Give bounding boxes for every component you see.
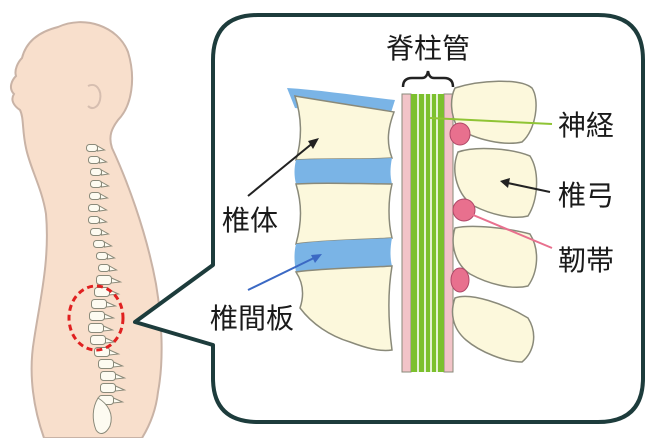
mini-spinous-process	[104, 313, 116, 320]
mini-spinous-process	[106, 301, 118, 308]
vertebral-arch-4	[451, 295, 535, 363]
label-nerve: 神経	[558, 109, 614, 142]
mini-spinous-process	[99, 205, 109, 212]
mini-vertebra	[90, 228, 102, 236]
pointer-vertebral-body-head	[308, 138, 319, 149]
vertebral-arch-3	[452, 225, 538, 288]
mini-spinous-process	[99, 217, 109, 224]
ligaments	[449, 122, 476, 293]
mini-vertebra	[98, 264, 110, 272]
mini-vertebra	[86, 144, 98, 152]
mini-spinous-process	[113, 361, 125, 368]
ear	[87, 84, 102, 109]
mini-spinous-process	[100, 193, 110, 200]
mini-vertebra	[89, 311, 105, 321]
mini-vertebra	[90, 168, 102, 176]
mini-vertebra	[88, 323, 104, 333]
disc-3	[294, 238, 392, 272]
label-intervertebral-disc: 椎間板	[210, 302, 294, 335]
mini-spinous-process	[101, 169, 111, 176]
vertebral-arch-2	[454, 147, 538, 218]
mini-vertebra	[89, 192, 101, 200]
mini-vertebra	[88, 204, 100, 212]
disc-2	[294, 158, 392, 184]
label-spinal-canal: 脊柱管	[386, 32, 470, 65]
mini-spinous-process	[109, 265, 119, 272]
label-vertebral-body: 椎体	[222, 204, 278, 237]
body-outline	[9, 21, 163, 438]
mini-spinous-process	[97, 145, 107, 152]
mini-vertebra	[98, 359, 114, 369]
mini-spinous-process	[111, 277, 123, 284]
body-silhouette	[9, 21, 163, 438]
mini-spinous-process	[115, 373, 127, 380]
mini-spinous-process	[105, 337, 117, 344]
mini-vertebra	[90, 335, 106, 345]
spinal-canal	[401, 93, 454, 373]
pointer-vertebral-arch	[502, 181, 551, 193]
vertebral-body-2	[294, 182, 393, 245]
mini-spinous-process	[101, 181, 111, 188]
mini-vertebra	[91, 299, 107, 309]
mini-spinous-process	[99, 157, 109, 164]
pointer-nerve	[429, 117, 553, 125]
label-ligament: 靭帯	[558, 244, 614, 277]
mini-vertebra	[100, 383, 116, 393]
mini-spinous-process	[103, 325, 115, 332]
spinal-canal-bracket	[401, 70, 455, 88]
vertebral-arches	[450, 80, 538, 363]
nerve-bundle	[411, 94, 444, 372]
mini-sacrum	[92, 397, 112, 434]
lumbar-highlight-circle	[67, 284, 125, 352]
label-vertebral-arch: 椎弓	[558, 179, 614, 212]
mini-vertebra	[88, 156, 100, 164]
mini-vertebra	[100, 371, 116, 381]
mini-spinous-process	[115, 385, 127, 392]
ligament-2	[452, 198, 476, 222]
pointers	[247, 117, 553, 291]
mini-vertebra	[90, 180, 102, 188]
mini-spinous-process	[113, 397, 125, 404]
mini-vertebra	[93, 240, 105, 248]
canal-wall-left	[401, 93, 412, 373]
vertebral-column	[287, 88, 396, 352]
mini-vertebra	[96, 252, 108, 260]
pointer-vertebral-body	[247, 141, 315, 197]
mini-vertebra	[96, 275, 112, 285]
mini-spinous-process	[101, 229, 111, 236]
mini-spine	[86, 144, 127, 434]
pointer-disc	[247, 255, 319, 291]
mini-spinous-process	[104, 241, 114, 248]
vertebral-body-3	[294, 265, 393, 352]
mini-vertebra	[88, 216, 100, 224]
pointer-ligament	[465, 211, 553, 249]
ligament-3	[450, 267, 470, 293]
pointer-disc-head	[311, 254, 322, 263]
ligament-1	[449, 122, 471, 146]
mini-spinous-process	[109, 349, 121, 356]
pointer-vertebral-arch-head	[500, 178, 510, 188]
mini-spinous-process	[107, 253, 117, 260]
